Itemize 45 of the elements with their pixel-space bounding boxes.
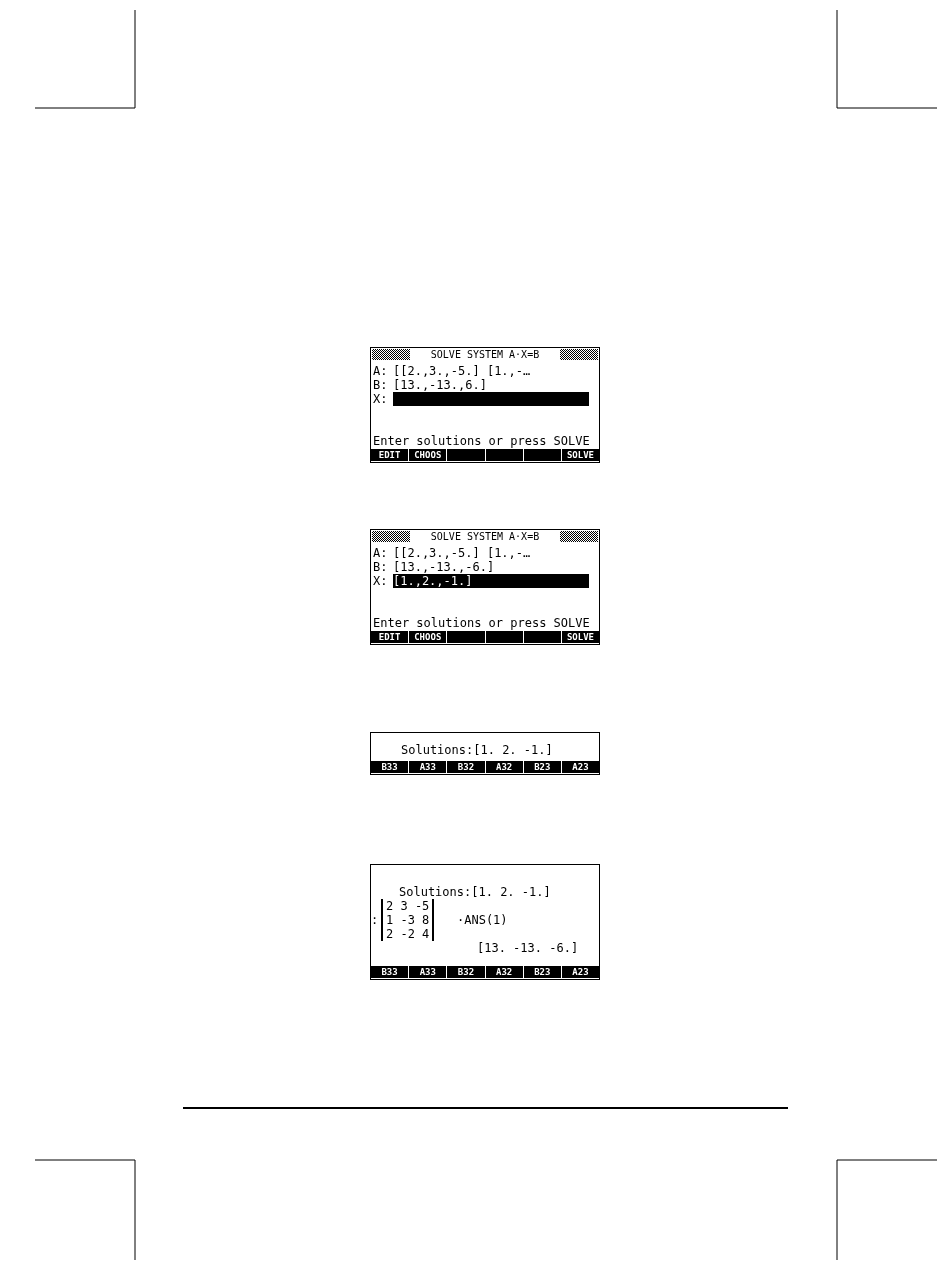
result-text: Solutions:[1. 2. -1.]: [401, 743, 553, 757]
softkey-label: A23: [561, 761, 599, 773]
value-text: [[2.,3.,-5.] [1.,-…: [393, 364, 531, 378]
softkey-label: SOLVE: [561, 631, 599, 643]
softkey-label: A33: [409, 761, 447, 773]
matrix-row: 1 -3 8: [386, 913, 430, 927]
result-text: [13. -13. -6.]: [477, 941, 579, 955]
calculator-screen: [370, 529, 600, 645]
value-text: [13.,-13.,-6.]: [393, 560, 495, 574]
softkey-label: B32: [447, 966, 485, 978]
value-text: [[2.,3.,-5.] [1.,-…: [393, 546, 531, 560]
prompt-text: Enter solutions or press SOLVE: [373, 434, 590, 448]
field-label: X:: [373, 574, 388, 588]
value-text: ·ANS(1): [457, 913, 508, 927]
input-field: [1.,2.,-1.]: [393, 574, 589, 588]
calculator-screen: [370, 732, 600, 775]
prompt-text: Enter solutions or press SOLVE: [373, 616, 590, 630]
result-text: Solutions:[1. 2. -1.]: [399, 885, 551, 899]
field-label: X:: [373, 392, 388, 406]
softkey-label: A32: [485, 761, 523, 773]
matrix-row: 2 3 -5: [386, 899, 430, 913]
softkey-label: A32: [485, 966, 523, 978]
calculator-screen: [370, 347, 600, 463]
value-text: [13.,-13.,6.]: [393, 378, 487, 392]
softkey-label: B32: [447, 761, 485, 773]
softkey-label: EDIT: [371, 449, 409, 461]
softkey-label: SOLVE: [561, 449, 599, 461]
field-label: B:: [373, 378, 388, 392]
softkey-label: EDIT: [371, 631, 409, 643]
softkey-label: CHOOS: [409, 449, 447, 461]
matrix-row: 2 -2 4: [386, 927, 430, 941]
field-label: B:: [373, 560, 388, 574]
calculator-screen: [370, 864, 600, 980]
screen-title: SOLVE SYSTEM A·X=B: [429, 530, 541, 544]
screen-title: SOLVE SYSTEM A·X=B: [429, 348, 541, 362]
softkey-label: B33: [371, 966, 409, 978]
field-label: A:: [373, 546, 388, 560]
field-label: :: [371, 913, 379, 927]
softkey-label: A23: [561, 966, 599, 978]
softkey-label: CHOOS: [409, 631, 447, 643]
softkey-label: B33: [371, 761, 409, 773]
softkey-label: B23: [523, 761, 561, 773]
softkey-label: B23: [523, 966, 561, 978]
softkey-label: A33: [409, 966, 447, 978]
field-label: A:: [373, 364, 388, 378]
